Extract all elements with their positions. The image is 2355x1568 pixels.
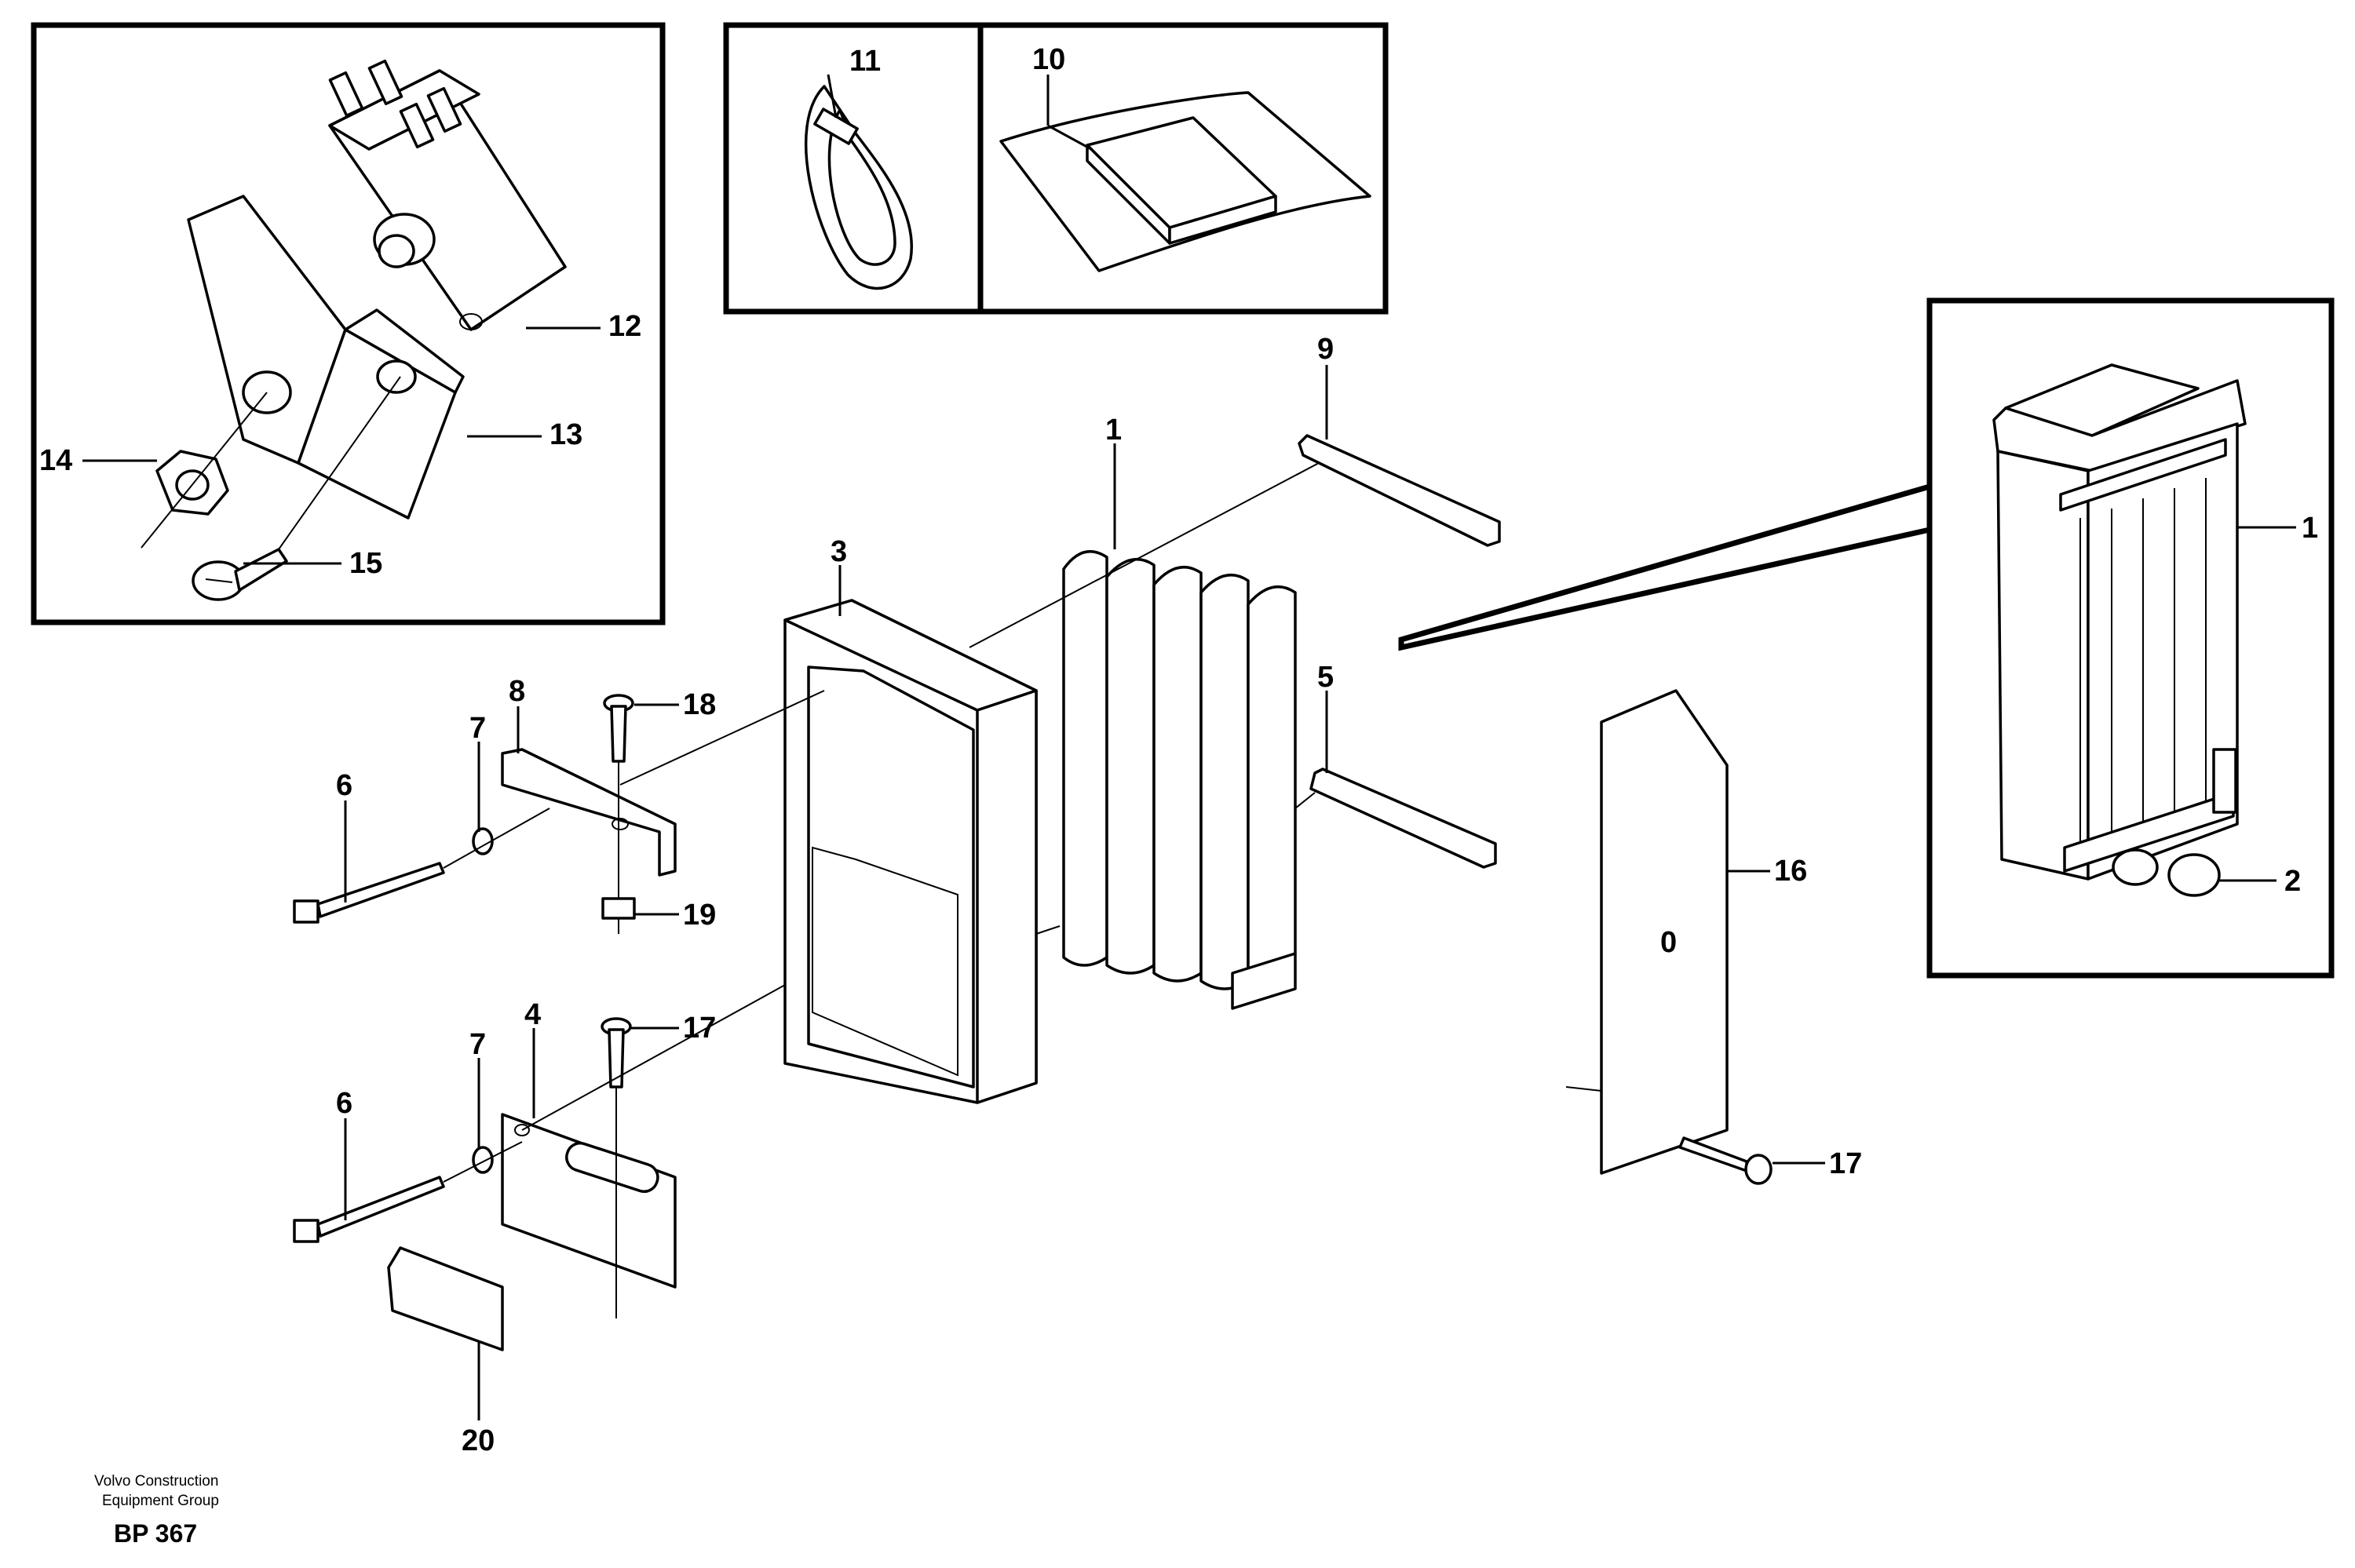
screw-part-15 xyxy=(192,548,288,601)
label-16: 16 xyxy=(1774,855,1807,888)
screw-part-18 xyxy=(603,694,634,763)
switch-part-12 xyxy=(328,59,567,331)
label-1: 1 xyxy=(1105,414,1122,447)
label-6a: 6 xyxy=(336,769,352,802)
label-5: 5 xyxy=(1317,661,1334,694)
inset-switch-frame xyxy=(31,22,666,625)
label-8: 8 xyxy=(509,675,525,708)
bolt-part-6a xyxy=(293,862,445,924)
label-9: 9 xyxy=(1317,333,1334,366)
nut-part-19 xyxy=(601,897,636,920)
bracket-part-13 xyxy=(187,195,465,520)
panel-part-16 xyxy=(1600,689,1729,1175)
label-12: 12 xyxy=(608,310,641,343)
label-17b: 17 xyxy=(1829,1147,1862,1180)
label-19: 19 xyxy=(683,899,716,932)
label-13: 13 xyxy=(550,418,582,451)
frame-part-3 xyxy=(783,599,1038,1104)
label-3: 3 xyxy=(831,535,847,568)
slat-part-5 xyxy=(1309,768,1497,869)
label-15: 15 xyxy=(349,547,382,580)
panel-marking: 0 xyxy=(1660,926,1677,959)
core-part-1 xyxy=(1062,550,1297,1010)
label-10: 10 xyxy=(1032,43,1065,76)
washer-part-7b xyxy=(472,1146,494,1174)
nut-part-14 xyxy=(155,450,229,516)
pad-part-10 xyxy=(999,75,1371,272)
label-14: 14 xyxy=(39,444,72,477)
label-20: 20 xyxy=(462,1424,495,1457)
bolt-part-6b xyxy=(293,1176,445,1243)
label-7b: 7 xyxy=(469,1028,486,1061)
label-1-inset: 1 xyxy=(2302,512,2318,545)
screw-part-17b xyxy=(1678,1136,1773,1185)
slat-part-9 xyxy=(1298,434,1501,547)
label-11: 11 xyxy=(849,45,881,78)
credit-line-2: Equipment Group xyxy=(102,1493,219,1509)
label-7a: 7 xyxy=(469,712,486,745)
screw-part-17a xyxy=(601,1017,632,1088)
bracket-part-4 xyxy=(501,1113,677,1289)
label-2: 2 xyxy=(2284,865,2301,898)
inset-heater-frame xyxy=(1926,297,2335,979)
label-17a: 17 xyxy=(683,1012,716,1045)
label-4: 4 xyxy=(524,998,541,1031)
heater-unit-part-1 xyxy=(1992,363,2247,897)
credit-line-1: Volvo Construction xyxy=(94,1473,218,1490)
label-6b: 6 xyxy=(336,1087,352,1120)
label-18: 18 xyxy=(683,688,716,721)
sheet-id: BP 367 xyxy=(114,1519,197,1548)
bracket-part-8 xyxy=(501,748,677,877)
clip-part-20 xyxy=(387,1246,504,1351)
inset-consumables-frame xyxy=(723,22,1389,315)
cable-tie-part-11 xyxy=(804,74,914,290)
